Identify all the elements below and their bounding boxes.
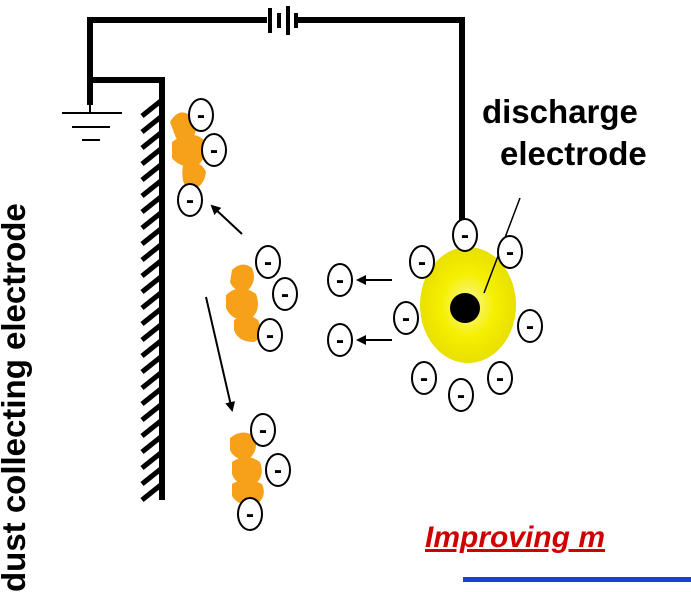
ion-sign: - [259,417,267,444]
ground-icon [62,102,122,141]
bottom-caption: Improving m [425,521,606,554]
ion-sign: - [246,501,254,528]
negative-ion: - [177,183,203,217]
negative-ion: - [452,218,478,252]
discharge-electrode-label-line2: electrode [500,135,647,172]
ion-sign: - [457,382,465,409]
ion-sign: - [210,137,218,164]
ion-sign: - [266,322,274,349]
dust-particle [226,264,262,342]
ion-sign: - [274,457,282,484]
negative-ion: - [448,378,474,412]
collecting-electrode-plate [140,80,165,502]
ion-sign: - [264,249,272,276]
collecting-electrode-label: dust collecting electrode [0,203,32,592]
ion-sign: - [496,365,504,392]
negative-ion: - [393,301,419,335]
negative-ion: - [255,245,281,279]
negative-ion: - [497,235,523,269]
ion-sign: - [197,102,205,129]
caption-accent-bar [463,577,691,582]
discharge-electrode-label-line1: discharge [482,93,638,130]
negative-ion: - [250,413,276,447]
dust-particle [170,112,206,190]
ion-sign: - [186,187,194,214]
motion-arrow [205,204,392,412]
negative-ions: ------------------- [177,98,543,531]
negative-ion: - [327,263,353,297]
negative-ion: - [237,497,263,531]
circuit-wire [87,17,465,308]
negative-ion: - [201,133,227,167]
negative-ion: - [411,361,437,395]
ion-sign: - [506,239,514,266]
discharge-electrode-wire [450,293,480,323]
ion-sign: - [418,249,426,276]
ion-sign: - [461,222,469,249]
negative-ion: - [327,323,353,357]
ion-sign: - [420,365,428,392]
negative-ion: - [265,453,291,487]
negative-ion: - [517,309,543,343]
negative-ion: - [257,318,283,352]
ion-sign: - [526,313,534,340]
negative-ion: - [409,245,435,279]
negative-ion: - [487,361,513,395]
battery-icon [268,6,298,35]
negative-ion: - [272,277,298,311]
ion-sign: - [336,327,344,354]
ion-sign: - [281,281,289,308]
ion-sign: - [402,305,410,332]
ion-sign: - [336,267,344,294]
negative-ion: - [188,98,214,132]
